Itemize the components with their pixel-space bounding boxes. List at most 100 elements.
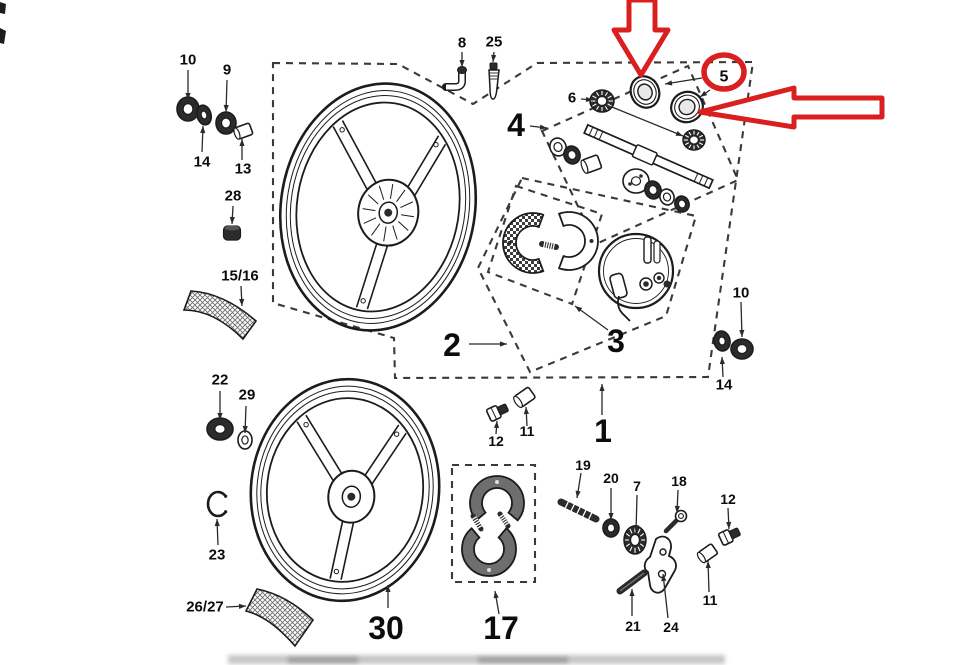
sleeve-11-a: [513, 386, 536, 409]
washer-14-right: [713, 330, 731, 352]
part-label-6-9: 6: [568, 90, 576, 107]
washer-14-left: [195, 104, 213, 126]
pin-21: [616, 569, 648, 595]
spacer-ring-a: [549, 137, 567, 157]
leader-line-3: [239, 139, 245, 160]
nut-20: [602, 518, 620, 538]
brake-plate: [597, 232, 675, 322]
red-highlight-circle: [701, 52, 747, 92]
leader-line-11: [664, 77, 703, 86]
rim-strip-26-27: [244, 588, 315, 648]
spacer-hex: [580, 154, 603, 174]
highlighted-part-label-5: 5: [720, 69, 729, 86]
leader-line-1: [223, 79, 229, 113]
circlip-23: [206, 490, 228, 518]
bolt-12-a: [485, 403, 509, 422]
part-label-10-0: 10: [180, 52, 197, 69]
part-label-14-2: 14: [194, 154, 211, 171]
part-label-22-15: 22: [212, 372, 229, 389]
part-label-18-26: 18: [671, 473, 687, 489]
washer-29: [237, 430, 253, 450]
sleeve-11-b: [696, 543, 719, 564]
leader-line-2: [200, 125, 206, 153]
leader-line-20: [385, 585, 391, 608]
leader-line-27: [608, 488, 614, 520]
rear-wheel: [249, 377, 441, 603]
edge-blob-b: [0, 28, 6, 44]
leader-line-13: [469, 341, 507, 347]
edge-blob-a: [0, 2, 6, 14]
leader-line-16: [217, 391, 223, 420]
hub-flange: [622, 168, 650, 194]
part-label-4-8: 4: [507, 107, 525, 143]
part-label-25-7: 25: [486, 34, 503, 51]
red-down-arrow: [611, 0, 671, 78]
leader-line-4: [229, 205, 235, 225]
leader-line-22: [739, 301, 745, 338]
rim-strip-15-16: [182, 290, 258, 341]
bushing-13: [233, 122, 254, 140]
part-label-7-25: 7: [633, 478, 641, 494]
seal-5-b: [670, 90, 704, 124]
bolt-12-b: [717, 527, 741, 546]
part-label-8-6: 8: [458, 35, 466, 52]
leader-line-6: [459, 52, 465, 67]
part-label-26/27-18: 26/27: [186, 599, 224, 616]
front-wheel: [278, 82, 478, 332]
leader-line-19: [225, 603, 247, 609]
leader-line-5: [239, 285, 245, 307]
brake-shoe-left: [502, 212, 545, 274]
dashed-brake-outer-box: [476, 176, 698, 374]
adjuster-7: [623, 525, 647, 555]
seal-5-a: [629, 75, 661, 109]
part-label-13-3: 13: [235, 161, 252, 178]
screw-18: [663, 509, 688, 534]
leader-line-29: [674, 489, 680, 514]
part-label-9-1: 9: [223, 62, 231, 79]
nut-22: [206, 417, 234, 441]
leader-line-7: [491, 51, 497, 63]
bottom-blur-blob-2: [478, 657, 568, 663]
shoe-spring: [539, 241, 559, 250]
part-label-24-30: 24: [663, 619, 679, 635]
part-label-3-11: 3: [607, 323, 625, 359]
leader-line-9: [580, 96, 594, 103]
ring-row-a: [644, 180, 662, 200]
part-label-11-28: 11: [703, 592, 718, 608]
nut-10-right: [730, 338, 754, 360]
arm-24: [643, 535, 677, 594]
leader-line-0: [185, 70, 191, 100]
leader-line-17: [242, 405, 248, 434]
shoe-17-upper: [469, 475, 525, 522]
leader-line-30: [726, 507, 732, 530]
part-label-15/16-5: 15/16: [221, 268, 259, 285]
ring-row-c: [674, 195, 690, 213]
dashed-shoes-box-3: [486, 184, 604, 306]
leader-line-31: [705, 560, 711, 593]
part-label-29-16: 29: [239, 387, 256, 404]
shoe-17-lower: [461, 527, 517, 577]
leader-line-26: [575, 472, 582, 499]
leader-line-24: [493, 420, 500, 435]
ring-row-b: [659, 188, 675, 206]
nut-10-left: [176, 96, 200, 122]
part-label-10-13: 10: [733, 285, 750, 302]
part-label-19-23: 19: [575, 457, 591, 473]
red-left-arrow: [697, 85, 885, 130]
part-label-14-14: 14: [716, 377, 733, 394]
part-label-1-12: 1: [594, 413, 612, 449]
bottom-blur-artifact: [228, 655, 725, 664]
part-label-12-21: 12: [488, 433, 504, 449]
nut-9: [215, 111, 237, 135]
dashed-shoes-box-17: [450, 463, 537, 584]
leader-line-21: [493, 590, 500, 615]
part-label-2-10: 2: [443, 327, 461, 363]
bottom-blur-blob-1: [288, 657, 358, 663]
part-label-30-19: 30: [368, 610, 404, 646]
spring-19: [557, 498, 600, 523]
part-label-11-22: 11: [520, 423, 535, 439]
part-label-21-29: 21: [625, 618, 641, 634]
part-label-17-20: 17: [483, 610, 519, 646]
